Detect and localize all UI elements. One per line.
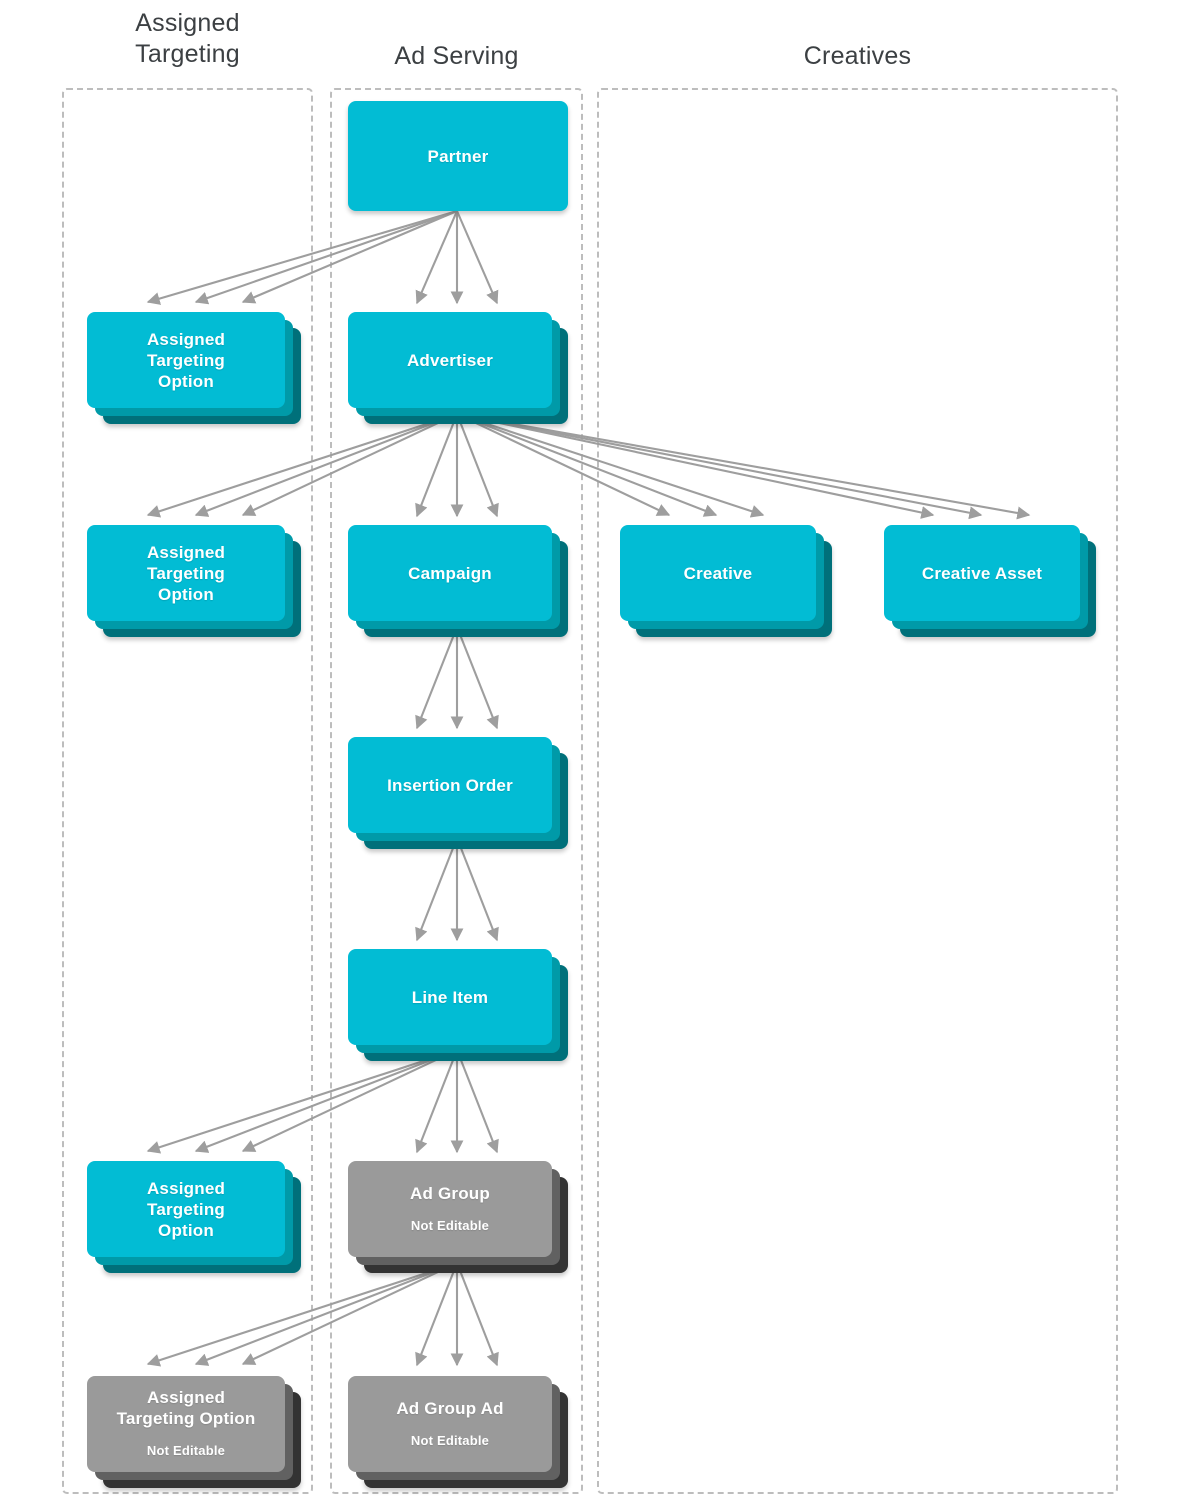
node-title: Campaign [408,563,492,583]
node-partner[interactable]: Partner [348,101,568,211]
node-assigned-targeting-option-ad-group[interactable]: Assigned Targeting Option Not Editable [87,1376,301,1488]
node-title: Assigned Targeting Option [146,542,226,604]
node-face: Creative Asset [884,525,1080,621]
node-title: Creative [683,563,753,583]
column-header-line: Ad Serving [394,42,519,70]
node-line-item[interactable]: Line Item [348,949,584,1061]
node-title: Ad Group [410,1183,490,1203]
node-advertiser[interactable]: Advertiser [348,312,584,424]
node-ad-group[interactable]: Ad Group Not Editable [348,1161,584,1273]
column-header-creatives: Creatives [597,41,1118,72]
group-container-assigned-targeting [62,88,313,1494]
node-face: Line Item [348,949,552,1045]
node-title: Assigned Targeting Option [146,329,226,391]
node-partner-face: Partner [348,101,568,211]
group-container-creatives [597,88,1118,1494]
node-face: Insertion Order [348,737,552,833]
column-header-line: Assigned [135,9,240,37]
node-title: Advertiser [406,350,494,370]
node-ad-group-ad[interactable]: Ad Group Ad Not Editable [348,1376,584,1488]
node-title: Insertion Order [387,775,513,795]
node-title: Partner [427,146,489,166]
node-face: Ad Group Ad Not Editable [348,1376,552,1472]
column-header-line: Creatives [803,42,912,70]
node-subtitle-not-editable: Not Editable [410,1432,490,1448]
node-assigned-targeting-option-line-item[interactable]: Assigned Targeting Option [87,1161,301,1273]
node-face: Assigned Targeting Option [87,1161,285,1257]
column-header-assigned-targeting: Assigned Targeting [62,8,313,70]
node-title: Assigned Targeting Option [146,1178,226,1240]
node-title: Ad Group Ad [396,1398,504,1418]
node-face: Assigned Targeting Option [87,312,285,408]
column-header-line: Targeting [135,40,240,68]
node-title: Line Item [411,987,489,1007]
node-face: Advertiser [348,312,552,408]
node-assigned-targeting-option-advertiser[interactable]: Assigned Targeting Option [87,525,301,637]
node-creative[interactable]: Creative [620,525,840,637]
node-insertion-order[interactable]: Insertion Order [348,737,584,849]
group-container-ad-serving [330,88,583,1494]
column-header-ad-serving: Ad Serving [330,41,583,72]
node-campaign[interactable]: Campaign [348,525,584,637]
node-assigned-targeting-option-partner[interactable]: Assigned Targeting Option [87,312,301,424]
node-creative-asset[interactable]: Creative Asset [884,525,1104,637]
node-subtitle-not-editable: Not Editable [146,1443,226,1458]
node-face: Ad Group Not Editable [348,1161,552,1257]
node-face: Creative [620,525,816,621]
node-face: Assigned Targeting Option [87,525,285,621]
node-face: Campaign [348,525,552,621]
node-subtitle-not-editable: Not Editable [410,1217,490,1233]
node-title: Assigned Targeting Option [116,1388,256,1428]
node-title: Creative Asset [921,563,1043,583]
node-face: Assigned Targeting Option Not Editable [87,1376,285,1472]
